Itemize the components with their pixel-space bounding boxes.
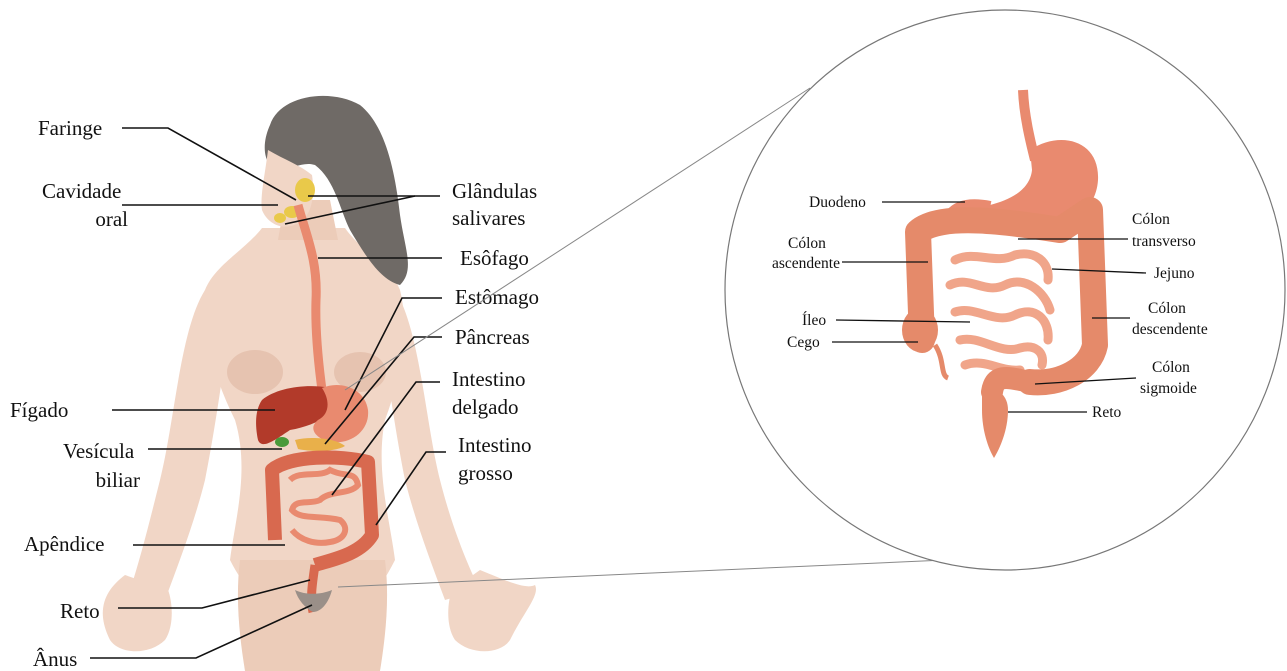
label-delgado: delgado bbox=[452, 395, 518, 419]
label-salivares: salivares bbox=[452, 206, 525, 230]
zoom-label-colon-ascendente-1: Cólon bbox=[788, 235, 826, 252]
label-glandulas: Glândulas bbox=[452, 179, 537, 203]
zoom-label-cego: Cego bbox=[787, 334, 820, 351]
zoom-label-colon-sigmoide-1: Cólon bbox=[1152, 359, 1190, 376]
gallbladder bbox=[275, 437, 289, 447]
zoom-label-colon-transverso-1: Cólon bbox=[1132, 211, 1170, 228]
label-grosso: grosso bbox=[458, 461, 513, 485]
zoom-label-duodeno: Duodeno bbox=[809, 194, 866, 211]
zoom-label-colon-descendente-1: Cólon bbox=[1148, 300, 1186, 317]
zoom-label-jejuno: Jejuno bbox=[1154, 265, 1195, 282]
label-estomago: Estômago bbox=[455, 285, 539, 309]
label-oral: oral bbox=[95, 207, 128, 231]
label-cavidade: Cavidade bbox=[42, 179, 121, 203]
label-vesicula: Vesícula bbox=[63, 439, 135, 463]
breast-shadow bbox=[227, 350, 283, 394]
label-intestino-grosso-1: Intestino bbox=[458, 433, 532, 457]
label-intestino-delgado-1: Intestino bbox=[452, 367, 526, 391]
label-apendice: Apêndice bbox=[24, 532, 104, 556]
label-esofago: Esôfago bbox=[460, 246, 529, 270]
label-reto: Reto bbox=[60, 599, 100, 623]
zoom-label-reto: Reto bbox=[1092, 404, 1122, 421]
zoom-cecum bbox=[902, 308, 938, 352]
zoom-label-colon-descendente-2: descendente bbox=[1132, 321, 1208, 338]
label-pancreas: Pâncreas bbox=[455, 325, 530, 349]
label-biliar: biliar bbox=[96, 468, 140, 492]
zoom-label-colon-transverso-2: transverso bbox=[1132, 233, 1196, 250]
label-anus: Ânus bbox=[33, 647, 77, 671]
zoom-inset: Duodeno Cólon transverso Cólon ascendent… bbox=[725, 10, 1285, 570]
label-faringe: Faringe bbox=[38, 116, 102, 140]
zoom-label-colon-ascendente-2: ascendente bbox=[772, 255, 840, 272]
zoom-label-colon-sigmoide-2: sigmoide bbox=[1140, 380, 1197, 397]
label-figado: Fígado bbox=[10, 398, 68, 422]
zoom-circle bbox=[725, 10, 1285, 570]
zoom-label-ileo: Íleo bbox=[802, 312, 826, 329]
